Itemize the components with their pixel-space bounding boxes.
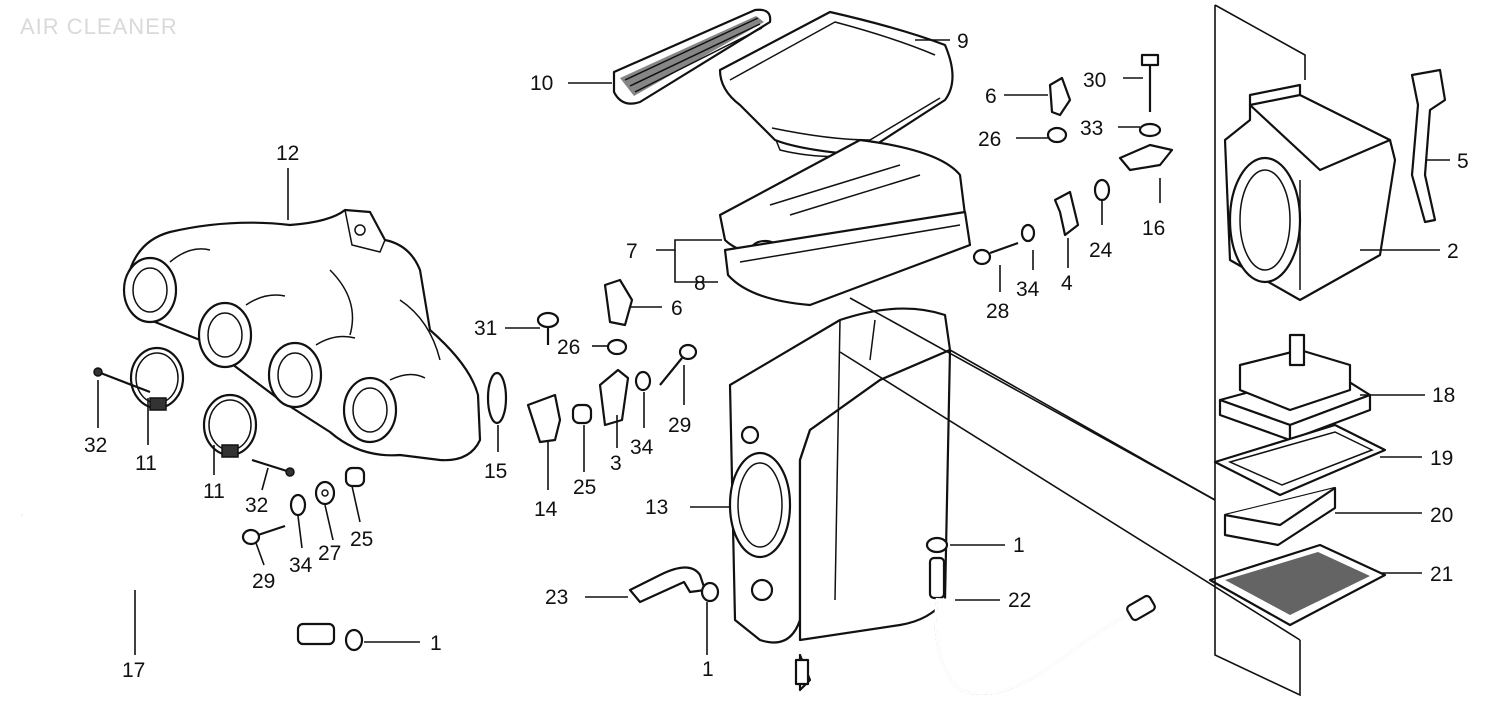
part-1-clip-b (700, 581, 720, 603)
part-8-gasket (723, 210, 972, 307)
part-11-clamp-upper (129, 346, 185, 411)
callout-11: 11 (135, 452, 157, 475)
part-34-washer-middle (634, 370, 652, 392)
part-16-bracket (1118, 143, 1174, 172)
callout-17: 17 (122, 659, 145, 682)
callout-21: 21 (1430, 563, 1453, 586)
part-31-bolt (536, 311, 560, 345)
callout-18: 18 (1432, 384, 1455, 407)
callout-28: 28 (986, 300, 1009, 323)
part-26-grommet-middle (606, 338, 628, 356)
part-1-clip-c (925, 536, 949, 554)
part-12-intake-manifold (122, 208, 482, 462)
callout-34: 34 (1016, 278, 1040, 301)
callout-15: 15 (484, 460, 507, 483)
callout-7: 7 (626, 240, 638, 263)
part-32-screw-lower (251, 458, 295, 477)
callout-25: 25 (573, 476, 596, 499)
part-26-grommet-upper (1046, 126, 1068, 144)
part-27-washer (314, 480, 336, 506)
part-14-bracket (526, 393, 562, 444)
part-30-bolt (1140, 53, 1160, 112)
part-29-bolt-lower (241, 524, 286, 546)
callout-34: 34 (630, 436, 654, 459)
diagram-title: AIR CLEANER (20, 14, 178, 39)
part-25-collar-middle (571, 403, 593, 425)
part-20-filter-pad (1223, 486, 1337, 547)
part-4-bracket (1053, 190, 1080, 237)
callout-20: 20 (1430, 504, 1453, 527)
part-34-washer-lower (289, 493, 307, 517)
callout-11: 11 (203, 480, 225, 503)
part-24-collar (1093, 178, 1111, 202)
callout-32: 32 (245, 494, 268, 517)
callout-labels: 10 9 30 6 33 26 5 12 16 7 8 24 2 34 4 28… (84, 30, 1469, 682)
leader-lines (97, 39, 1450, 655)
callout-32: 32 (84, 434, 107, 457)
part-6-bracket-middle (603, 278, 634, 327)
part-13-air-cleaner-housing (728, 307, 952, 692)
callout-1: 1 (1013, 534, 1025, 557)
part-29-bolt-middle (659, 343, 698, 386)
part-25-collar-lower (344, 466, 366, 488)
part-21-screen (1208, 543, 1387, 627)
callout-5: 5 (1457, 150, 1469, 173)
part-17-breather-tube (21, 513, 336, 646)
part-6-bracket-upper (1048, 76, 1072, 117)
callout-31: 31 (474, 317, 497, 340)
callout-13: 13 (645, 496, 668, 519)
part-19-gasket (1213, 423, 1387, 497)
callout-34: 34 (289, 554, 313, 577)
callout-12: 12 (276, 142, 299, 165)
callout-23: 23 (545, 586, 568, 609)
callout-19: 19 (1430, 447, 1453, 470)
part-2-outer-box (1223, 83, 1397, 302)
callout-27: 27 (318, 542, 341, 565)
callout-29: 29 (252, 570, 275, 593)
part-1-clip-a (344, 628, 364, 652)
callout-2: 2 (1447, 240, 1459, 263)
callout-33: 33 (1080, 117, 1103, 140)
callout-4: 4 (1061, 272, 1073, 295)
callout-6: 6 (985, 85, 997, 108)
part-3-bracket (598, 368, 630, 427)
callout-22: 22 (1008, 589, 1031, 612)
part-32-screw-upper (93, 367, 151, 394)
callout-8: 8 (694, 272, 706, 295)
callout-30: 30 (1083, 69, 1106, 92)
callout-1: 1 (430, 632, 442, 655)
callout-9: 9 (957, 30, 969, 53)
callout-10: 10 (530, 72, 553, 95)
part-15-plate (486, 371, 508, 425)
callout-16: 16 (1142, 217, 1165, 240)
part-9-upper-cover (718, 10, 954, 158)
callout-25: 25 (350, 528, 373, 551)
callout-26: 26 (557, 336, 580, 359)
part-22-drain-tube (928, 556, 1156, 695)
callout-14: 14 (534, 498, 558, 521)
callout-1: 1 (702, 658, 714, 681)
part-18-filter-cap (1218, 333, 1372, 442)
part-23-elbow (628, 566, 707, 604)
callout-26: 26 (978, 128, 1001, 151)
part-33-washer (1138, 122, 1162, 138)
part-34-washer-upper (1020, 223, 1036, 243)
callout-29: 29 (668, 414, 691, 437)
callout-24: 24 (1089, 239, 1113, 262)
part-10-filter-element (612, 8, 772, 105)
callout-3: 3 (610, 452, 622, 475)
callout-6: 6 (671, 297, 683, 320)
part-5-strap (1410, 68, 1447, 224)
part-11-clamp-lower (202, 393, 258, 458)
part-28-screw (972, 241, 1019, 266)
